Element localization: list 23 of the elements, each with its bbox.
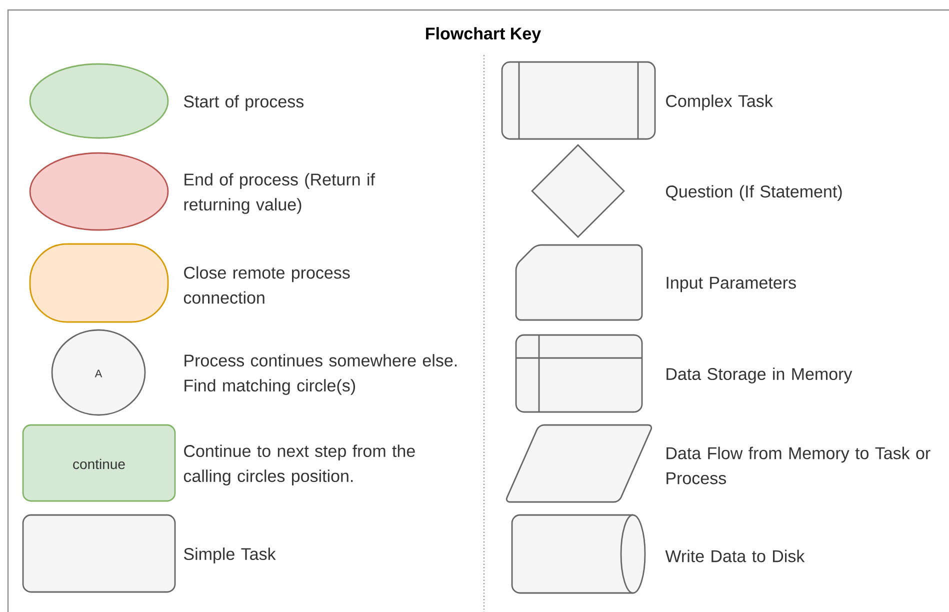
- description-text: Close remote process connection: [184, 266, 350, 304]
- input-card: [515, 244, 643, 321]
- description-text: Continue to next step from the calling circles position.: [184, 444, 415, 486]
- description-text: Start of process: [184, 95, 304, 111]
- end-ellipse: [29, 152, 169, 231]
- description-text: Input Parameters: [666, 276, 796, 292]
- description-text: Question (If Statement): [666, 185, 842, 201]
- title: Flowchart Key: [426, 27, 541, 43]
- description-text: Data Flow from Memory to Task or Process: [666, 446, 930, 484]
- decision-diamond: [531, 144, 625, 238]
- storage-box: [515, 334, 643, 413]
- disk-cylinder: [511, 514, 646, 594]
- description-text: Write Data to Disk: [665, 550, 805, 562]
- task-box: [22, 514, 176, 593]
- data-parallelogram: [506, 424, 652, 503]
- description-text: End of process (Return if returning value): [184, 173, 375, 214]
- description-text: Simple Task: [184, 548, 276, 564]
- description-text: Process continues somewhere else. Find matching circle(s): [184, 354, 457, 395]
- continue-box: continue: [22, 424, 176, 502]
- description-text: Data Storage in Memory: [666, 368, 852, 384]
- complex-task-box: [501, 61, 656, 140]
- description-text: Complex Task: [666, 94, 773, 110]
- start-ellipse: [29, 63, 169, 139]
